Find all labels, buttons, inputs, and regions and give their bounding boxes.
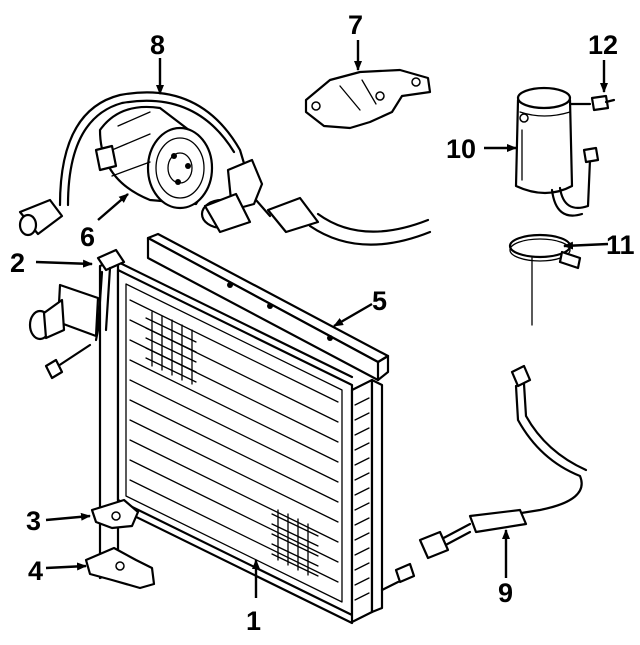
callout-6: 6 <box>80 222 95 252</box>
callout-3: 3 <box>26 506 41 536</box>
callout-leaders <box>35 40 609 598</box>
callout-10: 10 <box>446 134 476 164</box>
condenser-inlet-fitting <box>28 248 126 380</box>
mounting-clip-lower <box>84 546 156 590</box>
condenser <box>98 256 416 625</box>
callout-5: 5 <box>372 286 387 316</box>
refrigerant-hose-assembly <box>18 91 432 246</box>
pressure-switch <box>590 94 616 112</box>
ac-compressor <box>94 105 214 210</box>
liquid-line <box>418 364 588 560</box>
callout-4: 4 <box>28 556 43 586</box>
callout-1: 1 <box>246 606 261 636</box>
callout-8: 8 <box>150 30 165 60</box>
callout-12: 12 <box>588 30 618 60</box>
callout-11: 11 <box>606 230 635 260</box>
accumulator-drier <box>514 86 600 217</box>
accumulator-mounting-strap <box>508 233 582 326</box>
mounting-clip-upper <box>90 498 140 530</box>
callout-9: 9 <box>498 578 513 608</box>
hose-mounting-bracket <box>304 68 432 130</box>
callout-7: 7 <box>348 10 363 40</box>
callout-2: 2 <box>10 248 25 278</box>
condenser-upper-bracket <box>146 232 390 382</box>
